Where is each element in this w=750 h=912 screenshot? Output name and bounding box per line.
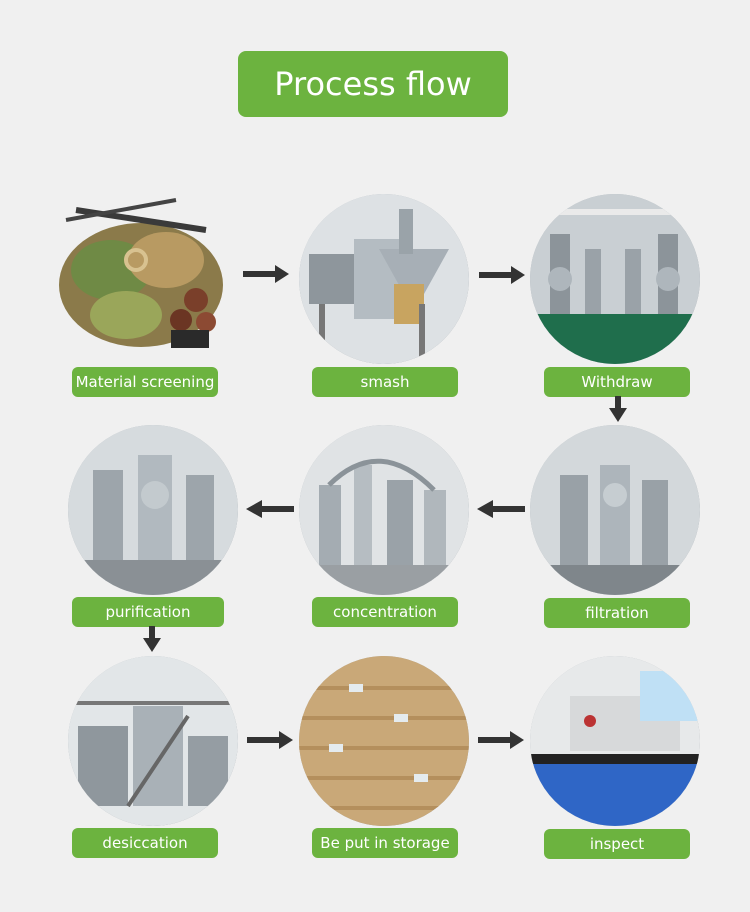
- page-title: Process flow: [238, 51, 508, 117]
- step-label: desiccation: [72, 828, 218, 858]
- step-label: inspect: [544, 829, 690, 859]
- arrow-down-icon: [609, 396, 627, 422]
- drying-plant-photo: [68, 656, 238, 826]
- arrow-right-icon: [247, 731, 293, 749]
- filtration-equipment-photo: [530, 425, 700, 595]
- warehouse-drums-photo: [299, 656, 469, 826]
- step-label: smash: [312, 367, 458, 397]
- herbs-photo: [56, 190, 226, 360]
- step-label: Be put in storage: [312, 828, 458, 858]
- arrow-right-icon: [479, 266, 525, 284]
- step-label: Withdraw: [544, 367, 690, 397]
- laboratory-photo: [530, 656, 700, 826]
- arrow-right-icon: [478, 731, 524, 749]
- arrow-right-icon: [243, 265, 289, 283]
- step-label: Material screening: [72, 367, 218, 397]
- arrow-down-icon: [143, 626, 161, 652]
- step-label: concentration: [312, 597, 458, 627]
- purification-equipment-photo: [68, 425, 238, 595]
- arrow-left-icon: [477, 500, 525, 518]
- grinder-photo: [299, 194, 469, 364]
- step-label: purification: [72, 597, 224, 627]
- extraction-tanks-photo: [530, 194, 700, 364]
- arrow-left-icon: [246, 500, 294, 518]
- step-label: filtration: [544, 598, 690, 628]
- concentrator-photo: [299, 425, 469, 595]
